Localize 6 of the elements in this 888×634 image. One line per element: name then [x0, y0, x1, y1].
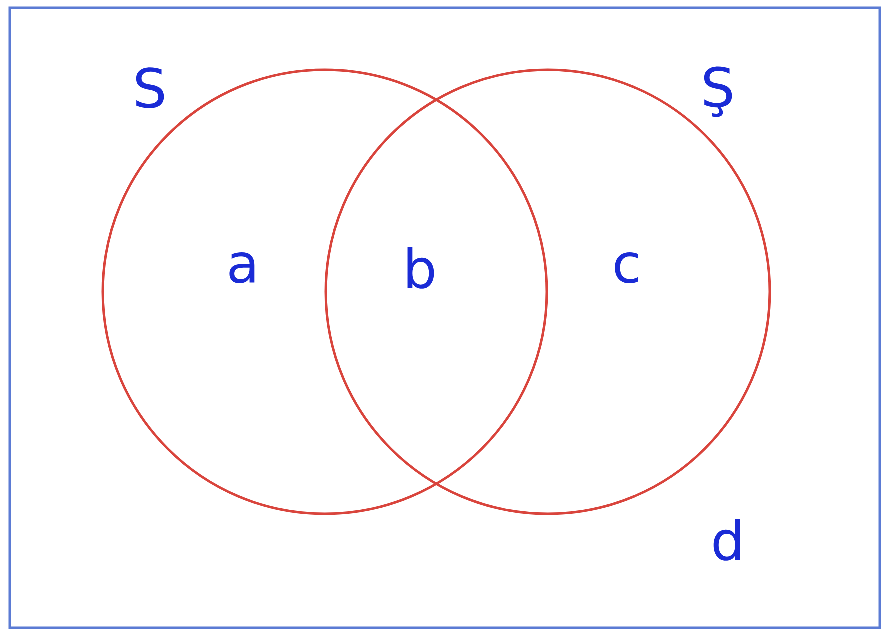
region-label: b — [408, 247, 434, 289]
region-label: a — [230, 252, 255, 284]
set-name: S — [136, 68, 164, 108]
region-label: c — [615, 252, 638, 284]
universal-set-frame — [8, 6, 882, 630]
set-name: Ş — [704, 66, 732, 118]
